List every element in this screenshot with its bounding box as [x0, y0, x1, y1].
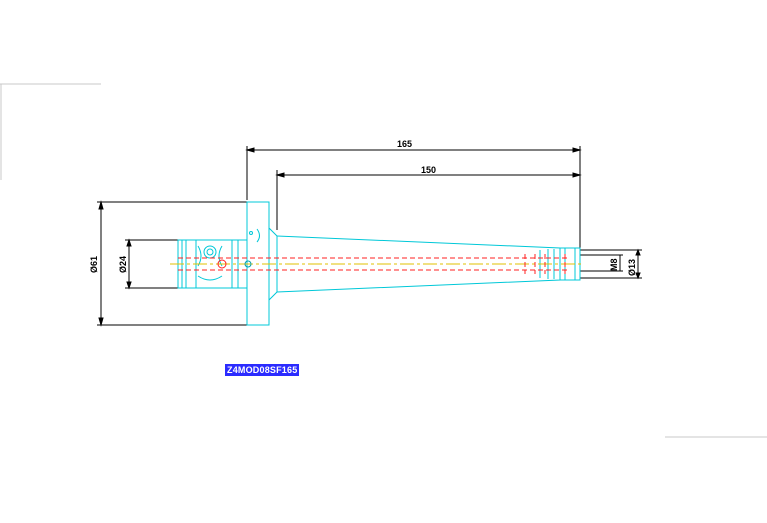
dimension-tip-diameter-text: Ø13 — [627, 259, 637, 276]
dimension-overall-length-text: 165 — [397, 139, 412, 149]
dimension-taper-length-text: 150 — [421, 165, 436, 175]
dimension-taper-length — [275, 170, 582, 230]
center-mark — [244, 260, 252, 268]
hidden-bore-lines — [178, 254, 570, 274]
dimension-shank-diameter — [125, 238, 178, 290]
dimension-flange-diameter-text: Ø61 — [89, 256, 99, 273]
dimension-flange-diameter — [97, 200, 247, 327]
shank-drive-slot — [203, 245, 217, 259]
hidden-hole — [217, 259, 227, 269]
part-number-label: Z4MOD08SF165 — [225, 364, 300, 376]
dimension-shank-diameter-text: Ø24 — [118, 256, 128, 273]
dimension-overall-length — [245, 146, 582, 250]
dimension-tip-diameter — [580, 248, 642, 280]
dimension-thread — [580, 254, 623, 272]
dimension-thread-text: M8 — [609, 258, 619, 271]
